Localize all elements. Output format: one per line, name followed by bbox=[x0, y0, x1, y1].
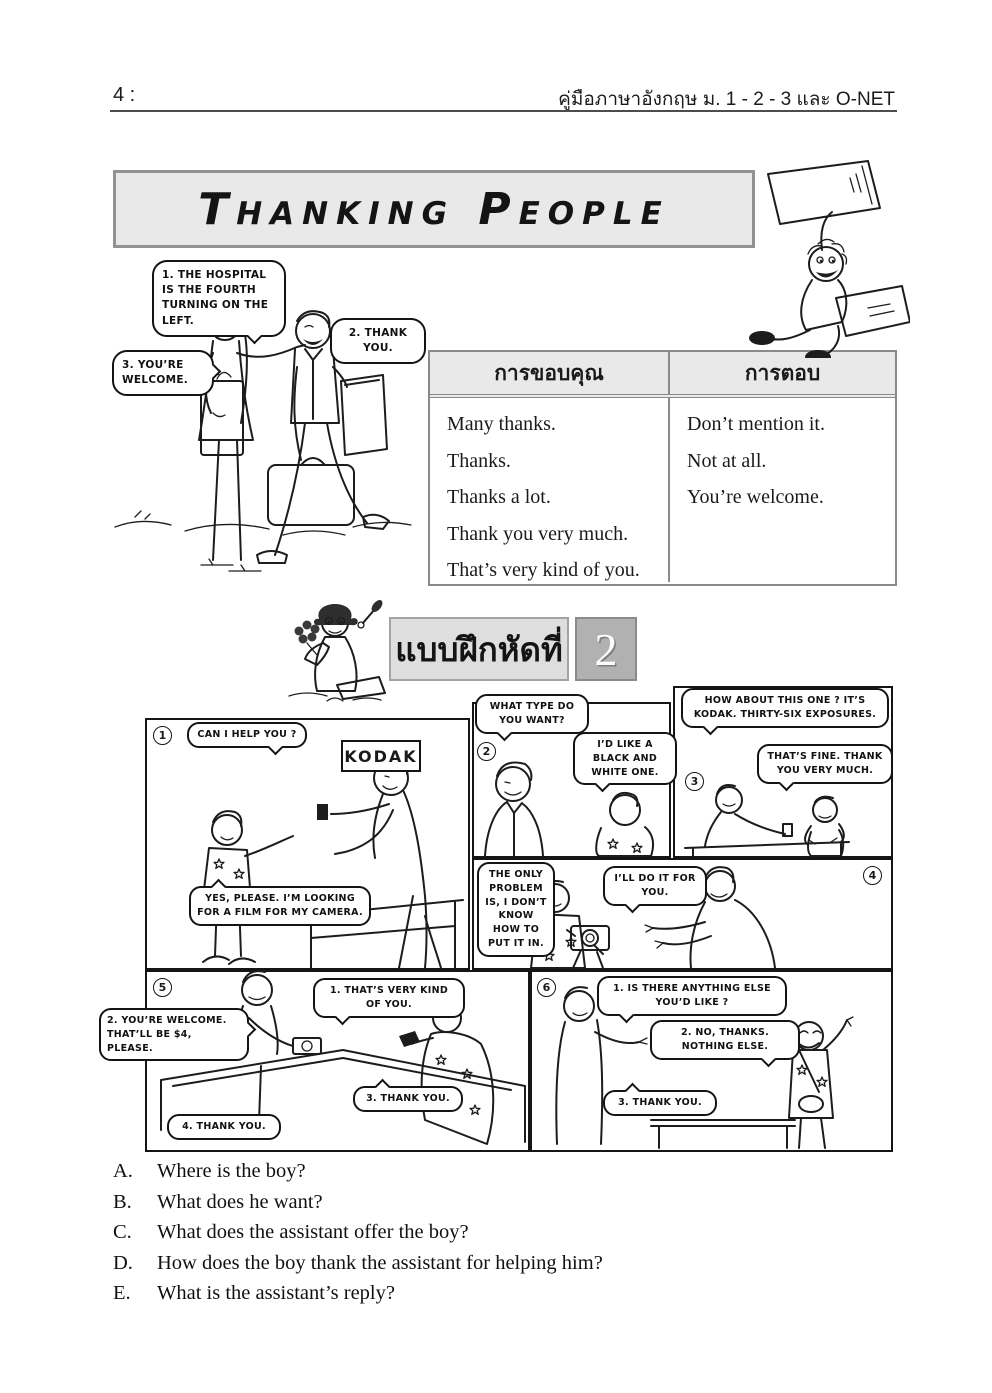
intro-bubble-2: 2. THANK YOU. bbox=[330, 318, 426, 365]
question-letter: D. bbox=[113, 1251, 133, 1274]
comic-bubble-p5-1: 1. THAT’S VERY KIND OF YOU. bbox=[313, 978, 465, 1018]
reply-item: Not at all. bbox=[687, 449, 767, 472]
reply-item: You’re welcome. bbox=[687, 486, 824, 508]
page-title: Thanking People bbox=[198, 183, 670, 235]
question-row: C. What does the assistant offer the boy… bbox=[113, 1221, 833, 1244]
reply-column: Don’t mention it. Not at all. You’re wel… bbox=[668, 398, 895, 582]
phrase-table: การขอบคุณ การตอบ Many thanks. Thanks. Th… bbox=[428, 350, 897, 586]
comic-bubble-p3-1: HOW ABOUT THIS ONE ? IT’S KODAK. THIRTY-… bbox=[681, 688, 889, 728]
comic-bubble-p6-1: 1. IS THERE ANYTHING ELSE YOU’D LIKE ? bbox=[597, 976, 787, 1016]
exercise-mascot-illustration bbox=[288, 600, 386, 702]
title-banner: Thanking People bbox=[113, 170, 755, 248]
comic-bubble-p4-1: THE ONLY PROBLEM IS, I DON’T KNOW HOW TO… bbox=[477, 862, 555, 957]
question-text: Where is the boy? bbox=[157, 1160, 306, 1182]
comic-bubble-p2-2: I’D LIKE A BLACK AND WHITE ONE. bbox=[573, 732, 677, 786]
question-letter: C. bbox=[113, 1221, 132, 1243]
panel-marker-1: 1 bbox=[153, 726, 172, 745]
questions-list: A. Where is the boy? B. What does he wan… bbox=[113, 1160, 833, 1313]
comic-bubble-p4-2: I’LL DO IT FOR YOU. bbox=[603, 866, 707, 906]
comic-bubble-p1-1: CAN I HELP YOU ? bbox=[187, 722, 307, 748]
col-header-thanking: การขอบคุณ bbox=[494, 361, 604, 385]
question-row: D. How does the boy thank the assistant … bbox=[113, 1252, 833, 1275]
exercise-number: 2 bbox=[575, 617, 637, 681]
thanking-column: Many thanks. Thanks. Thanks a lot. Thank… bbox=[430, 398, 668, 582]
phrase-table-header: การขอบคุณ การตอบ bbox=[430, 352, 895, 398]
comic-panel-1 bbox=[145, 718, 470, 970]
thanking-item: Thanks a lot. bbox=[447, 486, 551, 508]
book-title: คู่มือภาษาอังกฤษ ม. 1 - 2 - 3 และ O-NET bbox=[558, 89, 895, 110]
question-text: What does he want? bbox=[157, 1190, 323, 1213]
comic-strip: 1 2 3 4 5 6 KODAK CAN I HELP YOU ? YES, … bbox=[99, 686, 893, 1152]
panel-marker-2: 2 bbox=[477, 742, 496, 761]
question-text: What does the assistant offer the boy? bbox=[157, 1221, 469, 1243]
comic-panel-6 bbox=[530, 970, 893, 1152]
thanking-item: Thanks. bbox=[447, 449, 511, 472]
col-header-reply: การตอบ bbox=[668, 352, 895, 394]
reply-item: Don’t mention it. bbox=[687, 413, 825, 435]
comic-bubble-p6-3: 3. THANK YOU. bbox=[603, 1090, 717, 1116]
phrase-table-body: Many thanks. Thanks. Thanks a lot. Thank… bbox=[430, 398, 895, 582]
comic-bubble-p6-2: 2. NO, THANKS. NOTHING ELSE. bbox=[650, 1020, 800, 1060]
question-letter: B. bbox=[113, 1190, 132, 1213]
thanking-item: That’s very kind of you. bbox=[447, 559, 640, 581]
panel-marker-3: 3 bbox=[685, 772, 704, 791]
question-row: A. Where is the boy? bbox=[113, 1160, 833, 1183]
comic-bubble-p2-1: WHAT TYPE DO YOU WANT? bbox=[475, 694, 589, 734]
panel-marker-4: 4 bbox=[863, 866, 882, 885]
question-text: What is the assistant’s reply? bbox=[157, 1282, 395, 1304]
comic-bubble-p5-2: 2. YOU’RE WELCOME. THAT’LL BE $4, PLEASE… bbox=[99, 1008, 249, 1062]
question-letter: E. bbox=[113, 1282, 131, 1304]
page-number: 4 : bbox=[113, 84, 136, 106]
panel-marker-6: 6 bbox=[537, 978, 556, 997]
header-rule bbox=[110, 110, 897, 112]
comic-bubble-p5-3: 3. THANK YOU. bbox=[353, 1086, 463, 1112]
question-letter: A. bbox=[113, 1160, 133, 1182]
comic-bubble-p1-2: YES, PLEASE. I’M LOOKING FOR A FILM FOR … bbox=[189, 886, 371, 926]
exercise-label: แบบฝึกหัดที่ bbox=[389, 617, 569, 681]
comic-panel-4 bbox=[472, 858, 893, 970]
question-text: How does the boy thank the assistant for… bbox=[157, 1251, 603, 1274]
thanking-item: Many thanks. bbox=[447, 413, 556, 435]
comic-artwork bbox=[160, 756, 854, 1149]
intro-bubble-3: 3. YOU’RE WELCOME. bbox=[112, 350, 214, 397]
kodak-sign: KODAK bbox=[341, 740, 421, 772]
question-row: B. What does he want? bbox=[113, 1191, 833, 1214]
intro-bubble-1: 1. THE HOSPITAL IS THE FOURTH TURNING ON… bbox=[152, 260, 286, 337]
runner-boy-illustration bbox=[749, 160, 910, 358]
thanking-item: Thank you very much. bbox=[447, 522, 629, 545]
panel-marker-5: 5 bbox=[153, 978, 172, 997]
comic-bubble-p3-2: THAT’S FINE. THANK YOU VERY MUCH. bbox=[757, 744, 893, 784]
comic-bubble-p5-4: 4. THANK YOU. bbox=[167, 1114, 281, 1140]
question-row: E. What is the assistant’s reply? bbox=[113, 1282, 833, 1305]
